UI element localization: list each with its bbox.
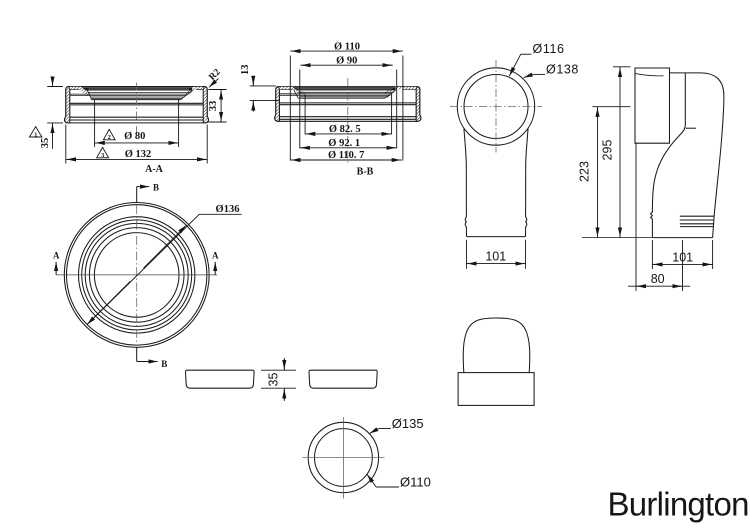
svg-text:Ø 90: Ø 90 <box>336 55 357 66</box>
svg-text:80: 80 <box>651 272 665 286</box>
svg-text:Ø 132: Ø 132 <box>125 149 152 160</box>
svg-text:B-B: B-B <box>357 166 374 177</box>
svg-text:Ø 110: Ø 110 <box>334 41 360 52</box>
svg-text:Ø 110. 7: Ø 110. 7 <box>328 150 364 161</box>
svg-text:101: 101 <box>485 250 506 264</box>
svg-text:Ø135: Ø135 <box>392 416 424 431</box>
svg-text:Ø 82. 5: Ø 82. 5 <box>329 124 361 135</box>
svg-text:Ø116: Ø116 <box>533 42 565 56</box>
svg-text:Ø 80: Ø 80 <box>124 131 145 142</box>
svg-text:Ø110: Ø110 <box>400 474 431 489</box>
svg-text:A-A: A-A <box>145 164 164 175</box>
svg-text:101: 101 <box>672 250 693 264</box>
svg-text:B: B <box>153 182 159 192</box>
svg-text:R2: R2 <box>207 67 222 82</box>
svg-text:Ø136: Ø136 <box>216 204 240 215</box>
svg-text:295: 295 <box>601 140 615 161</box>
svg-text:Ø 92. 1: Ø 92. 1 <box>328 138 360 149</box>
svg-text:3: 3 <box>101 152 105 159</box>
svg-text:13: 13 <box>240 65 251 76</box>
svg-text:B: B <box>161 359 167 369</box>
svg-text:A: A <box>53 251 60 261</box>
svg-text:33: 33 <box>208 101 219 112</box>
svg-text:2: 2 <box>108 134 111 141</box>
svg-text:A: A <box>212 251 219 261</box>
svg-text:35: 35 <box>40 138 51 149</box>
svg-text:35: 35 <box>266 373 280 387</box>
svg-text:1: 1 <box>34 131 37 138</box>
svg-text:Burlington: Burlington <box>608 486 749 523</box>
svg-text:223: 223 <box>578 161 592 182</box>
svg-text:Ø138: Ø138 <box>546 63 579 77</box>
